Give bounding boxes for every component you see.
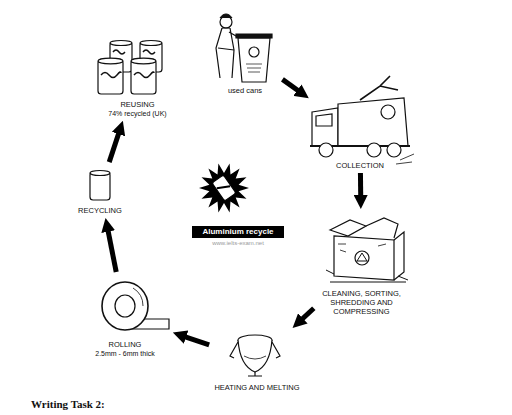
pot-picture [230, 335, 280, 376]
truck-picture-part [396, 154, 414, 164]
pot-picture-part [230, 342, 280, 358]
cans-picture-part [110, 41, 132, 46]
flow-arrow [179, 335, 210, 345]
cans-picture-part [98, 58, 123, 64]
tape-roll-picture-part [133, 288, 143, 306]
person-bin-picture-part [220, 14, 232, 18]
person-bin-picture [216, 14, 272, 82]
stage-rolling: ROLLING2.5mm - 6mm thick [80, 275, 170, 358]
person-bin-picture-part [246, 64, 262, 72]
cans-picture [98, 41, 162, 95]
stage-note: 2.5mm - 6mm thick [95, 349, 155, 358]
stage-label: ROLLING [109, 340, 142, 349]
stage-heating: HEATING AND MELTING [212, 330, 302, 392]
starburst-picture-part [199, 164, 249, 213]
machine-picture-part [326, 270, 408, 282]
stage-reusing: REUSING74% recycled (UK) [85, 35, 190, 118]
machine-picture-part [366, 218, 398, 238]
stage-label: RECYCLING [78, 206, 122, 215]
stage-recycling: RECYCLING [70, 165, 130, 215]
cans-picture-part [131, 58, 156, 64]
starburst-picture-part [212, 175, 236, 201]
cans-picture-part [101, 50, 155, 78]
truck-picture-part [360, 76, 398, 100]
starburst-picture [199, 164, 249, 213]
truck-picture-part [319, 143, 333, 157]
stage-label: Aluminium recycle [202, 227, 273, 237]
truck-picture-part [367, 143, 381, 157]
flow-arrow [109, 127, 121, 163]
stage-label: HEATING AND MELTING [214, 383, 299, 392]
machine-picture-part [357, 253, 367, 261]
centre-title-box: Aluminium recycle [192, 226, 284, 238]
stage-label: CLEANING, SORTING, SHREDDING AND COMPRES… [316, 289, 407, 316]
flow-arrow [297, 308, 314, 324]
cans-picture-part [140, 41, 162, 46]
stage-note: 74% recycled (UK) [108, 109, 166, 118]
starburst-picture-part-part [217, 181, 230, 193]
stage-label: COLLECTION [336, 161, 384, 170]
tape-roll-picture [102, 282, 169, 330]
truck-picture-part [312, 108, 338, 146]
task-heading: Writing Task 2: [31, 398, 105, 410]
can-picture-part [90, 171, 110, 176]
machine-picture [326, 218, 408, 282]
truck-picture-part [381, 105, 395, 119]
machine-picture-part [338, 244, 386, 252]
stage-label: used cans [228, 86, 262, 95]
tape-roll-picture-part [102, 282, 148, 330]
flow-arrow [107, 224, 117, 272]
person-bin-picture-part [249, 47, 259, 57]
tape-roll-picture-part [115, 295, 135, 317]
person-bin-picture-part [236, 34, 272, 38]
stage-collection: COLLECTION [310, 100, 410, 170]
machine-picture-part [330, 220, 366, 236]
pot-picture-part [244, 356, 266, 359]
stage-label: REUSING [120, 100, 154, 109]
can-picture [90, 171, 110, 201]
person-bin-picture-part [238, 38, 270, 82]
pot-picture-part [238, 340, 272, 372]
truck-picture-part [338, 98, 408, 146]
stage-used-cans: used cans [210, 10, 280, 95]
machine-picture-part [394, 232, 404, 280]
machine-picture-part [334, 236, 394, 280]
stage-cleaning: CLEANING, SORTING, SHREDDING AND COMPRES… [316, 212, 407, 316]
can-picture-part [90, 172, 110, 200]
flow-arrow [358, 173, 363, 203]
machine-picture-part [355, 251, 369, 265]
watermark: www.ielts-exam.net [212, 240, 264, 246]
person-bin-picture-part [218, 48, 234, 50]
truck-picture [310, 76, 414, 164]
truck-picture-part [387, 143, 401, 157]
pot-picture-part [248, 372, 262, 376]
flow-arrow [282, 79, 303, 94]
starburst-picture-part-part [212, 175, 236, 201]
truck-picture-part [316, 114, 332, 126]
